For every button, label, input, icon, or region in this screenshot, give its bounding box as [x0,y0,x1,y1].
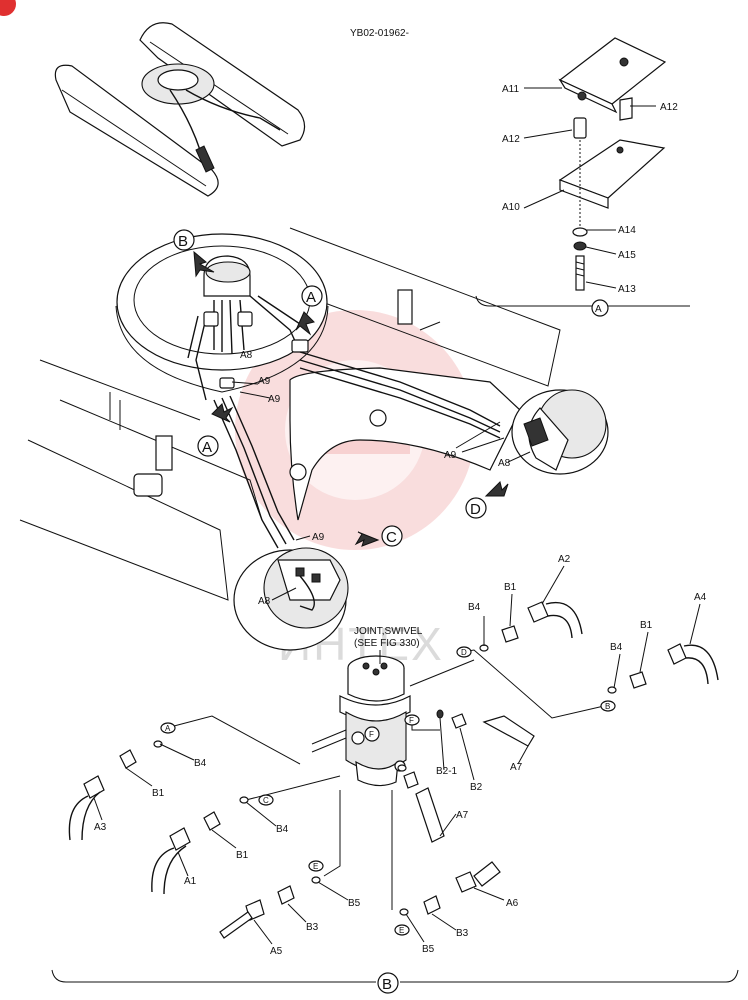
label-a11: A11 [502,84,519,95]
label-b4-center: B4 [276,824,289,835]
port-markers [160,646,616,936]
label-a4: A4 [694,592,707,603]
label-b1-center: B1 [236,850,249,861]
label-b1-left: B1 [152,788,165,799]
view-a-arrow-right [295,285,323,336]
label-a14: A14 [618,225,636,236]
joint-note-line2: (SEE FIG 330) [354,638,420,649]
swing-ring [115,233,329,401]
port-b-marker: B [605,702,610,711]
bolt-a5 [219,899,265,939]
swivel-joint [311,655,411,787]
label-b3-left: B3 [306,922,319,933]
crawler-overview [54,22,306,197]
label-a10: A10 [502,202,520,213]
fitting-a7-lower [415,787,445,843]
label-b5-left: B5 [348,898,361,909]
drawing-code: YB02-01962- [350,28,409,39]
label-a13: A13 [618,284,636,295]
hose-a1 [151,827,191,895]
o-rings [153,644,617,916]
label-a9-upper-2: A9 [268,394,281,405]
detail-b-marker: B [382,976,392,993]
port-f-marker: F [369,730,374,739]
label-b2: B2 [470,782,483,793]
port-c-marker: C [263,796,269,805]
detail-a-marker: A [595,304,602,315]
track-frame [19,227,561,601]
label-a8-lower: A8 [258,596,271,607]
bolt-a6 [455,861,501,893]
label-b1-upper: B1 [504,582,517,593]
label-b4-left: B4 [194,758,207,769]
callout-c: C [386,529,397,546]
label-a8-right: A8 [498,458,511,469]
label-a7-lower: A7 [456,810,469,821]
port-a-marker: A [165,724,171,733]
label-a7-upper: A7 [510,762,523,773]
joint-note-line1: JOINT,SWIVEL [354,626,423,637]
port-f-marker-2: F [409,716,414,725]
label-a9-right: A9 [444,450,457,461]
label-a9-upper-1: A9 [258,376,271,387]
b-fittings [119,625,647,915]
label-b4-upper: B4 [468,602,481,613]
label-a5: A5 [270,946,283,957]
right-motor-arm [289,351,609,521]
corner-badge [0,0,16,16]
callout-a-left: A [202,439,212,456]
callout-d: D [470,501,481,518]
fitting-a7-upper [482,715,535,747]
port-e-marker-2: E [399,926,404,935]
label-b4-right: B4 [610,642,623,653]
label-a8-upper: A8 [240,350,253,361]
label-a9-lower: A9 [312,532,325,543]
hose-a3 [68,775,105,841]
label-a12-left: A12 [502,134,520,145]
label-a3: A3 [94,822,107,833]
view-a-arrow-left [197,403,234,457]
label-a15: A15 [618,250,636,261]
left-motor [213,395,349,651]
view-d-arrow [465,481,509,519]
hose-a2 [527,601,583,639]
port-e-marker-1: E [313,862,318,871]
label-b1-right: B1 [640,620,653,631]
callout-a-right: A [306,289,316,306]
view-c-arrow [354,525,403,547]
port-d-marker: D [461,648,467,657]
callout-b-top: B [178,233,188,250]
label-a2: A2 [558,554,571,565]
view-b-arrow [173,229,215,278]
label-b2-1: B2-1 [436,766,458,777]
label-a6: A6 [506,898,519,909]
label-b3-right: B3 [456,928,469,939]
detail-b-bracket [51,969,739,994]
label-a1: A1 [184,876,197,887]
label-a12-right: A12 [660,102,678,113]
detail-a-clamp-assembly [475,37,690,317]
hose-a4 [667,643,719,685]
label-b5-right: B5 [422,944,435,955]
